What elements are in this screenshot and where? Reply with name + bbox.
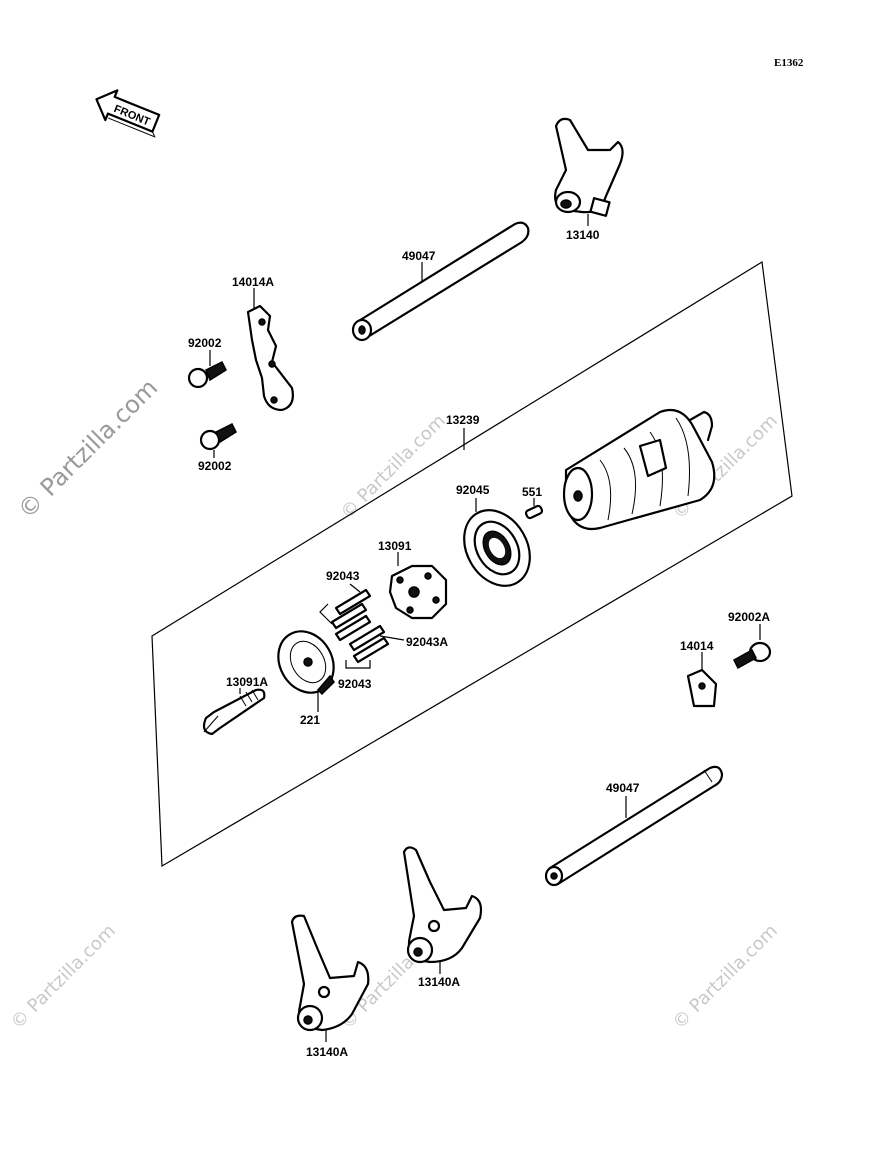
label-551: 551: [522, 485, 542, 499]
label-49047-top: 49047: [402, 249, 436, 263]
pins-92043: [330, 588, 390, 664]
cam-plate-13091A: [277, 630, 335, 696]
label-92002-bottom: 92002: [198, 459, 232, 473]
label-49047-bottom: 49047: [606, 781, 640, 795]
label-13140A-left: 13140A: [306, 1045, 348, 1059]
shift-drum-13239: [562, 408, 716, 531]
bolt-92002-top: [187, 360, 227, 389]
label-92045: 92045: [456, 483, 490, 497]
shift-fork-13140: [554, 117, 624, 217]
pin-551: [524, 504, 544, 520]
label-92002A: 92002A: [728, 610, 770, 624]
label-14014: 14014: [680, 639, 714, 653]
shift-rod-bottom: [544, 765, 724, 887]
watermark-bottom-left: © Partzilla.com: [7, 920, 120, 1033]
shift-fork-13140A-right: [402, 846, 483, 964]
label-92043A: 92043A: [406, 635, 448, 649]
label-14014A: 14014A: [232, 275, 274, 289]
shift-fork-13140A-left: [290, 914, 370, 1032]
shift-rod-top: [351, 221, 530, 342]
assembly-frame: [151, 261, 793, 868]
front-arrow: FRONT: [95, 89, 161, 138]
label-92043-top: 92043: [326, 569, 360, 583]
label-13091: 13091: [378, 539, 412, 553]
tab-14014: [686, 668, 718, 708]
label-92043-bottom: 92043: [338, 677, 372, 691]
label-13239: 13239: [446, 413, 480, 427]
label-13091A: 221: [300, 713, 320, 727]
label-13140A-right: 13140A: [418, 975, 460, 989]
bolt-92002-bottom: [199, 422, 237, 451]
watermark-center: © Partzilla.com: [337, 410, 450, 523]
label-13140: 13140: [566, 228, 600, 242]
watermark-bottom-right: © Partzilla.com: [669, 920, 782, 1033]
bearing-92045: [463, 509, 531, 587]
label-221: 13091A: [226, 675, 268, 689]
bolt-92002A: [733, 641, 772, 670]
diagram-code: E1362: [774, 57, 804, 69]
pin-plate-13091: [388, 564, 448, 620]
plate-14014A: [246, 304, 294, 412]
watermark-left: © Partzilla.com: [12, 373, 163, 524]
label-92002-top: 92002: [188, 336, 222, 350]
screw-221: [202, 688, 266, 736]
